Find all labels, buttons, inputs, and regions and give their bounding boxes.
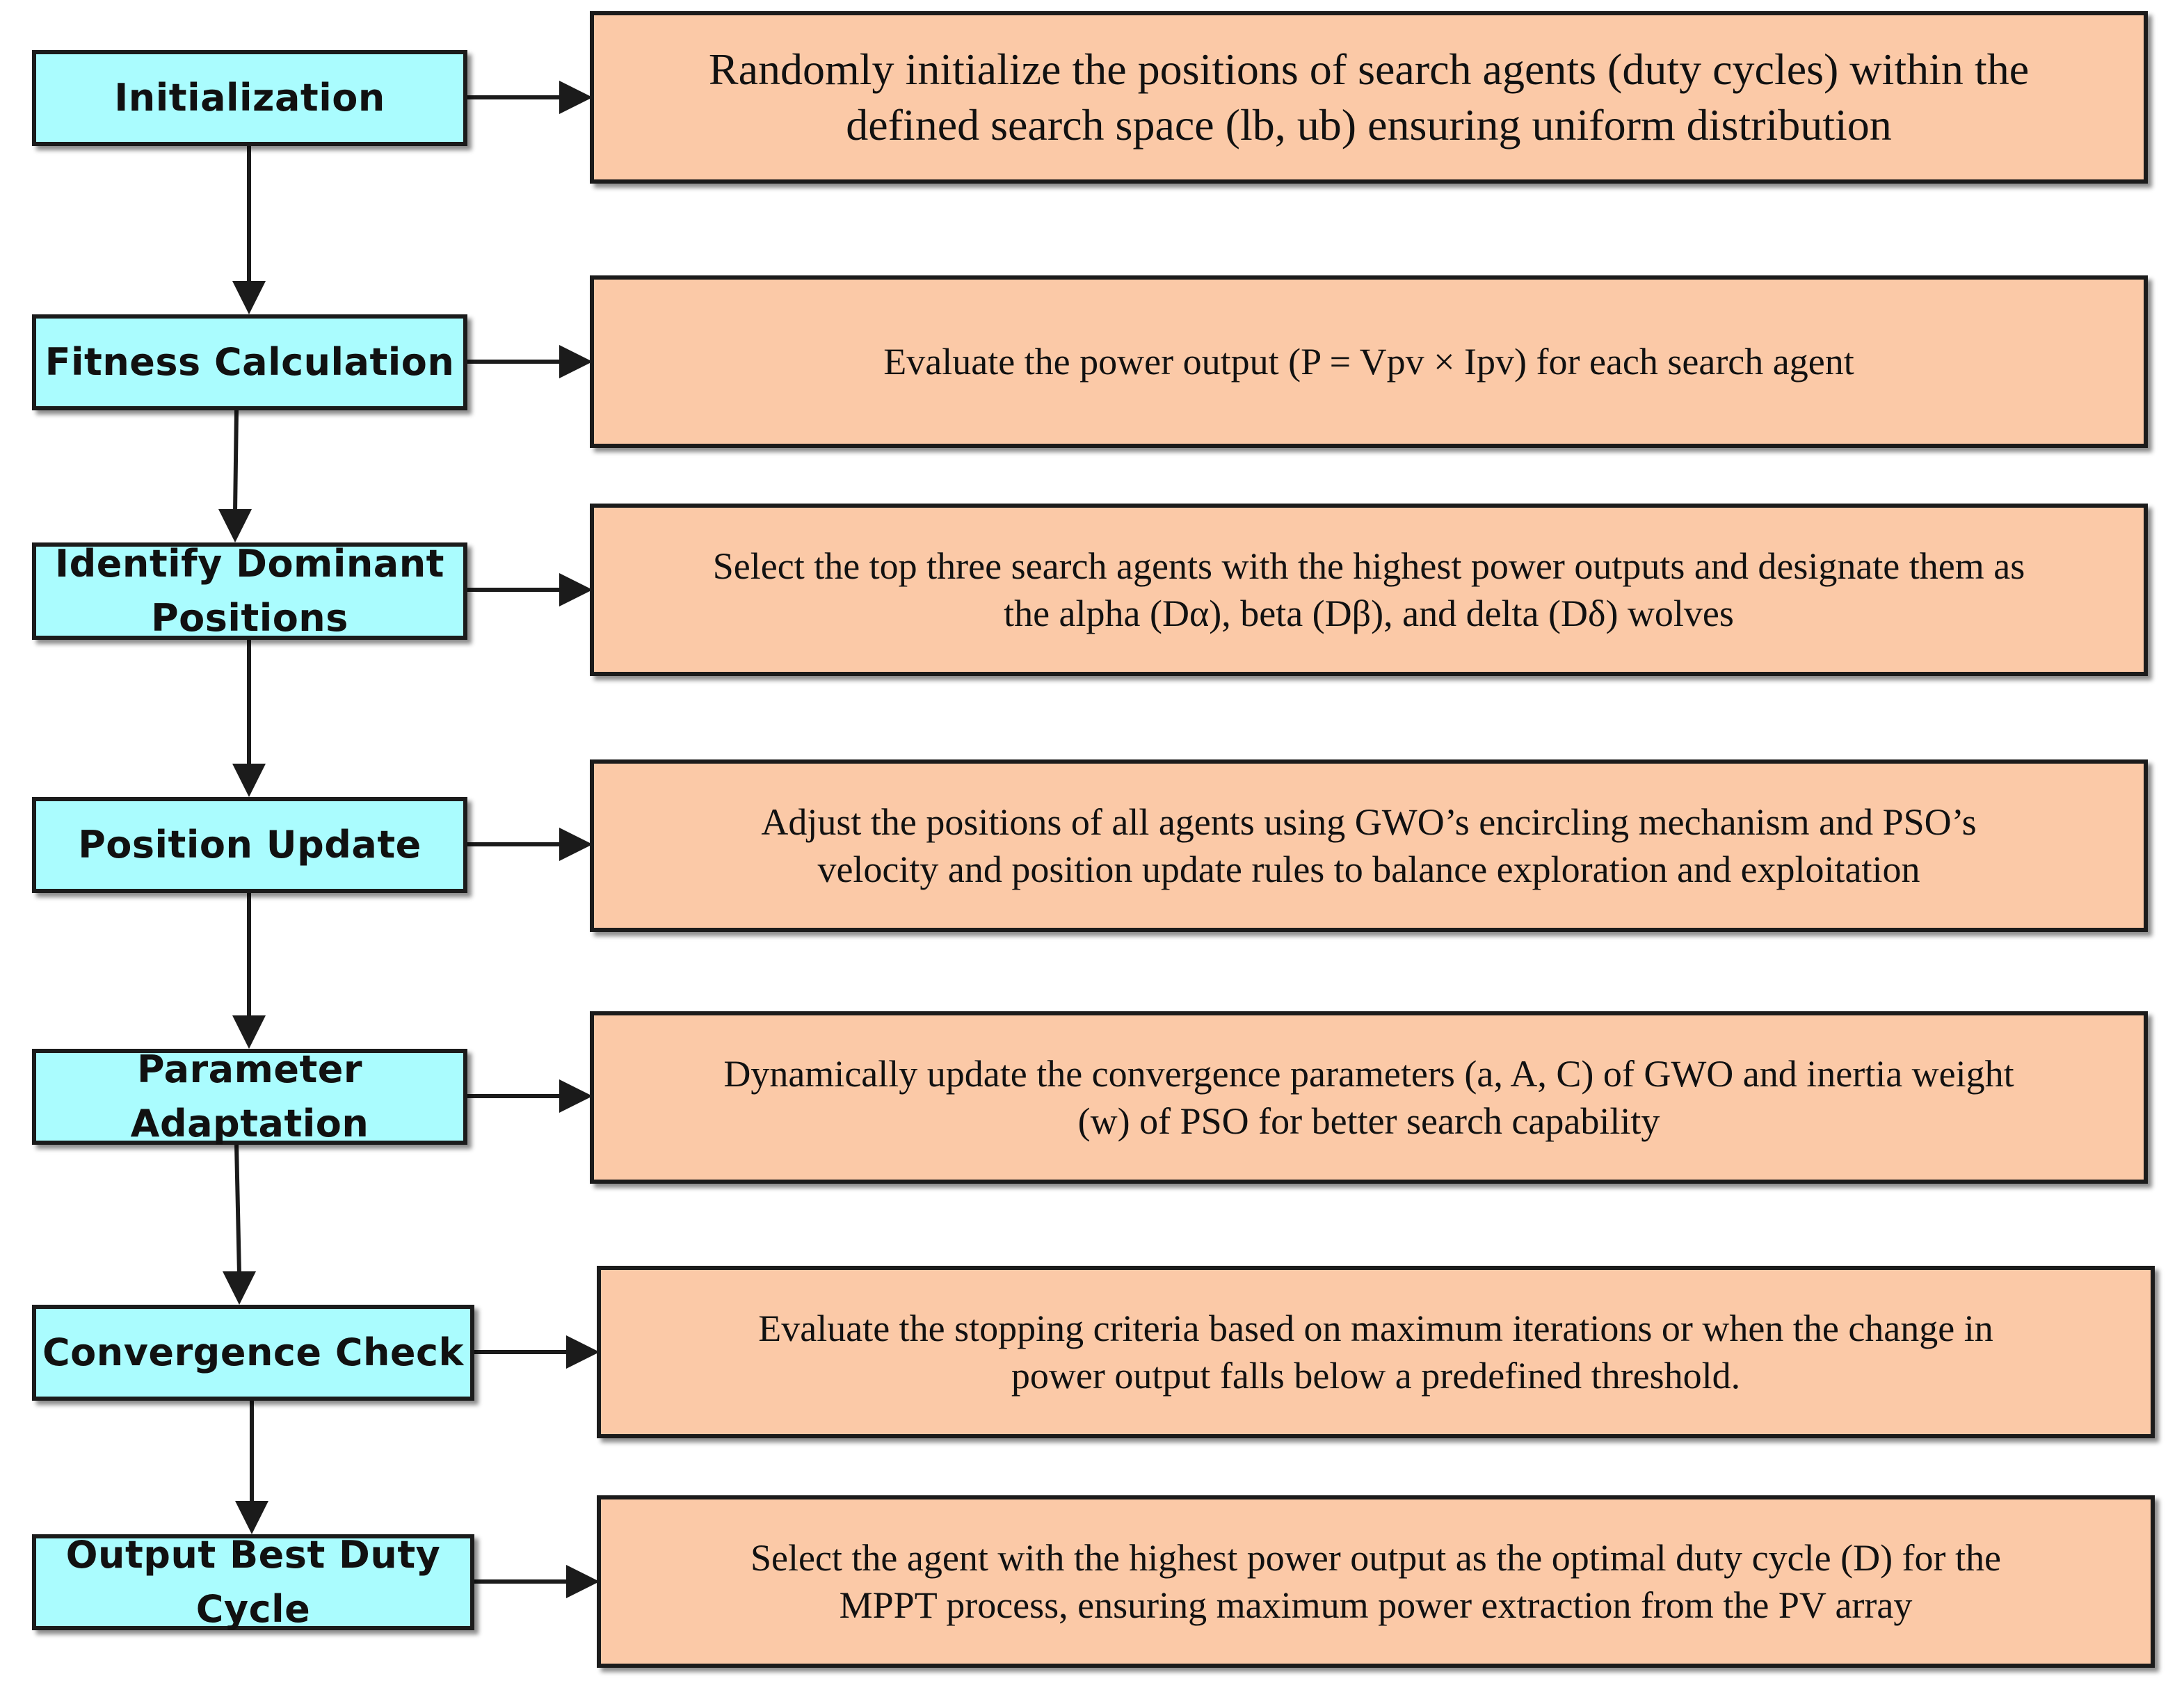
description-box-identify-dominant-positions: Select the top three search agents with … xyxy=(590,504,2148,676)
step-label: Position Update xyxy=(78,823,421,867)
description-box-convergence-check: Evaluate the stopping criteria based on … xyxy=(597,1266,2155,1438)
horizontal-arrowhead xyxy=(559,573,593,606)
step-box-position-update: Position Update xyxy=(32,797,467,893)
description-box-parameter-adaptation: Dynamically update the convergence param… xyxy=(590,1011,2148,1184)
horizontal-arrowhead xyxy=(566,1335,600,1369)
step-label: Initialization xyxy=(114,76,385,120)
horizontal-arrowhead xyxy=(559,345,593,378)
horizontal-arrowhead xyxy=(559,1079,593,1113)
vertical-arrowhead xyxy=(223,1271,256,1305)
vertical-arrowhead xyxy=(218,509,252,542)
description-text: Dynamically update the convergence param… xyxy=(723,1053,2014,1142)
step-box-output-best-duty-cycle: Output Best Duty Cycle xyxy=(32,1533,474,1631)
vertical-arrowhead xyxy=(232,281,266,314)
vertical-arrowhead xyxy=(235,1501,268,1534)
vertical-connector-line xyxy=(233,410,239,513)
vertical-arrowhead xyxy=(232,1015,266,1049)
horizontal-arrowhead xyxy=(559,828,593,861)
step-label: Convergence Check xyxy=(42,1330,464,1374)
description-text: Select the agent with the highest power … xyxy=(750,1537,2001,1626)
vertical-arrowhead xyxy=(232,764,266,797)
description-box-position-update: Adjust the positions of all agents using… xyxy=(590,759,2148,932)
step-box-fitness-calculation: Fitness Calculation xyxy=(32,314,467,410)
step-label: Output Best Duty Cycle xyxy=(65,1533,441,1631)
step-box-initialization: Initialization xyxy=(32,50,467,146)
step-label: Fitness Calculation xyxy=(45,340,455,384)
description-text: Select the top three search agents with … xyxy=(712,545,2025,634)
step-box-parameter-adaptation: Parameter Adaptation xyxy=(32,1047,467,1145)
description-text: Randomly initialize the positions of sea… xyxy=(708,45,2030,150)
description-box-fitness-calculation: Evaluate the power output (P = Vpv × Ipv… xyxy=(590,275,2148,448)
vertical-connector-line xyxy=(234,1144,241,1275)
step-label: Parameter Adaptation xyxy=(130,1047,369,1145)
step-box-convergence-check: Convergence Check xyxy=(32,1305,474,1401)
step-box-identify-dominant-positions: Identify Dominant Positions xyxy=(32,542,467,640)
horizontal-arrowhead xyxy=(566,1565,600,1598)
horizontal-arrowhead xyxy=(559,81,593,114)
description-text: Evaluate the stopping criteria based on … xyxy=(758,1308,1993,1397)
description-box-output-best-duty-cycle: Select the agent with the highest power … xyxy=(597,1495,2155,1668)
description-box-initialization: Randomly initialize the positions of sea… xyxy=(590,11,2148,184)
step-label: Identify Dominant Positions xyxy=(55,542,444,640)
description-text: Evaluate the power output (P = Vpv × Ipv… xyxy=(883,341,1854,383)
description-text: Adjust the positions of all agents using… xyxy=(761,801,1977,890)
